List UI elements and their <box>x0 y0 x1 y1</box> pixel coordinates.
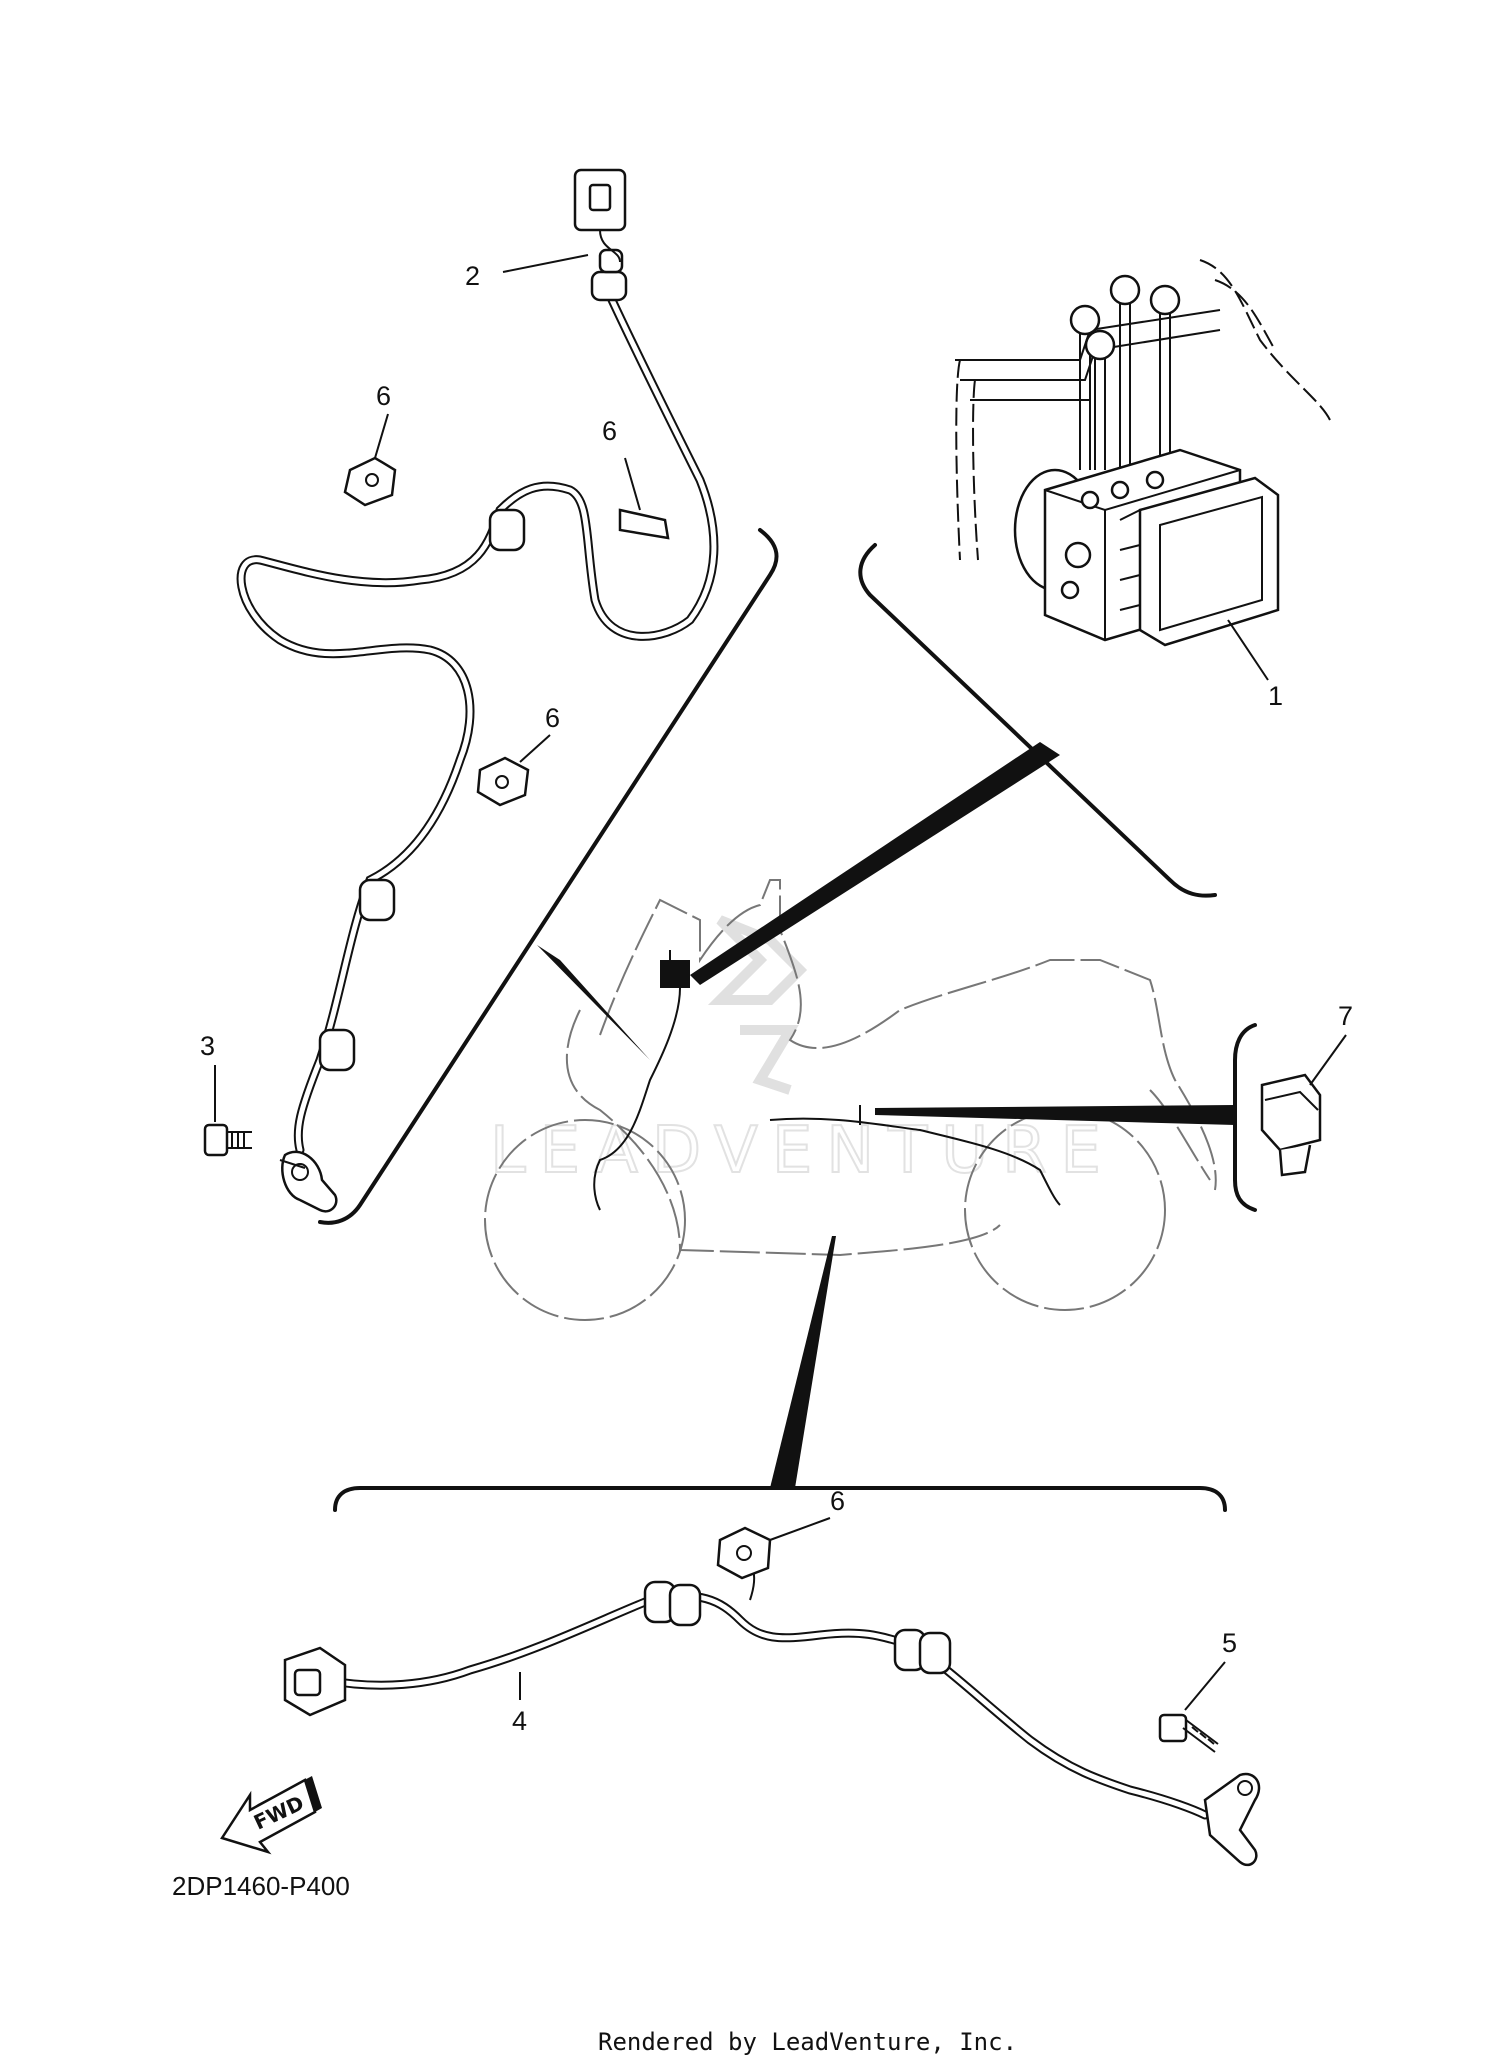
bolt-part-3 <box>203 1123 252 1157</box>
footer-text: Rendered by LeadVenture, Inc. <box>598 2028 1017 2056</box>
callout-3: 3 <box>200 1031 215 1061</box>
bracket-connector-7 <box>875 1023 1257 1212</box>
front-sensor-lead <box>236 248 719 1155</box>
clamp-part-6-upper-left <box>343 456 397 507</box>
callout-6-upper-left: 6 <box>376 381 391 411</box>
callout-6-mid: 6 <box>545 703 560 733</box>
clamp-part-6-upper-mid <box>618 508 670 540</box>
callout-5: 5 <box>1222 1628 1237 1658</box>
watermark-text: LEADVENTURE <box>490 1114 1115 1188</box>
abs-hydraulic-unit-part-1 <box>955 259 1331 647</box>
callout-7: 7 <box>1338 1001 1353 1031</box>
callout-6-lower: 6 <box>830 1486 845 1516</box>
callout-6-upper-mid: 6 <box>602 416 617 446</box>
leader-lines <box>214 254 1347 1711</box>
bracket-front-lead <box>318 528 779 1225</box>
bolt-part-5 <box>1158 1713 1219 1753</box>
rear-lead-connector <box>283 1646 347 1717</box>
clamp-part-6-lower <box>716 1526 772 1580</box>
callout-4: 4 <box>512 1706 527 1736</box>
clamp-part-6-mid <box>476 756 530 807</box>
callout-labels: 1 2 3 4 5 6 6 6 6 7 <box>200 261 1353 1736</box>
rear-sensor-lead <box>320 1557 1210 1820</box>
callout-2: 2 <box>465 261 480 291</box>
bracket-abs-unit <box>690 543 1217 985</box>
motorcycle-harness <box>593 950 1061 1211</box>
diagram-code: 2DP1460-P400 <box>172 1871 350 1901</box>
callout-1: 1 <box>1268 681 1283 711</box>
motorcycle-silhouette <box>484 879 1217 1321</box>
rear-wheel-sensor-head <box>1203 1772 1261 1867</box>
bracket-rear-lead <box>333 1236 1227 1512</box>
front-wheel-sensor-head <box>281 1150 338 1213</box>
fwd-arrow-icon: FWD <box>220 1776 322 1855</box>
connector-part-2 <box>573 168 627 263</box>
connector-part-7 <box>1260 1073 1322 1177</box>
